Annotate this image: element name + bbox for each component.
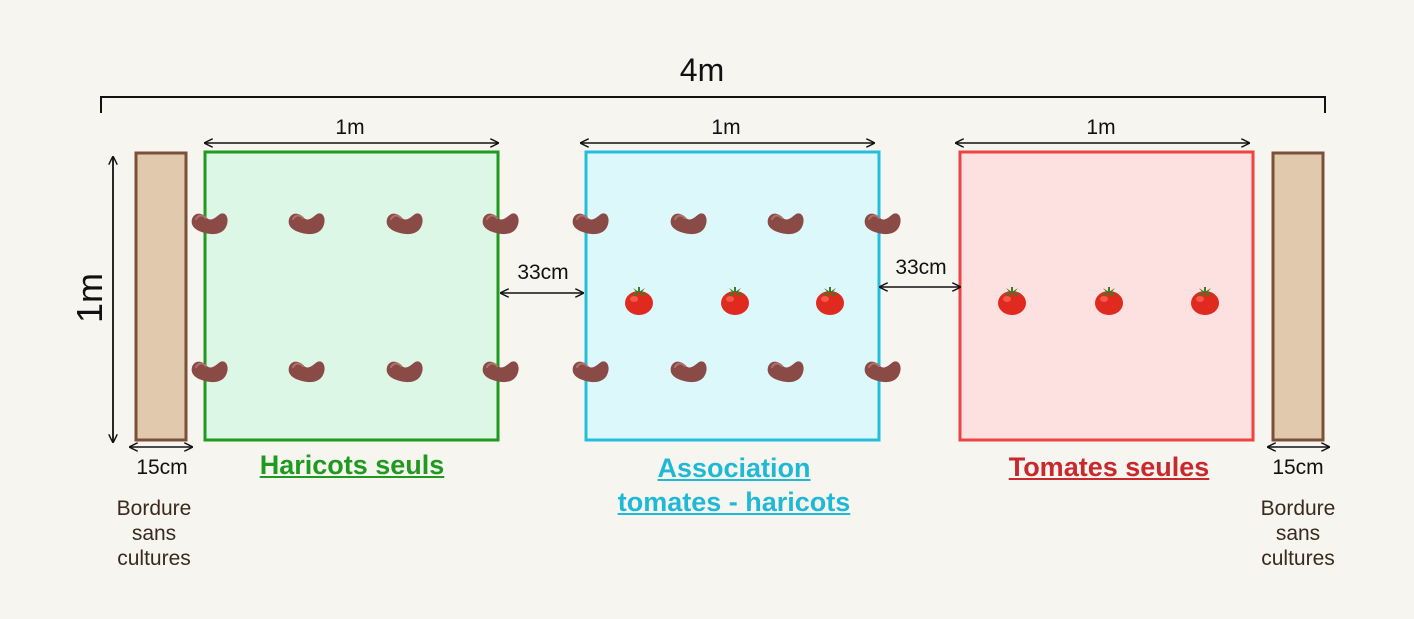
border-strip-left bbox=[134, 151, 188, 442]
border-width-label-right: 15cm bbox=[1272, 456, 1324, 479]
plot-title-association: Association tomates - haricots bbox=[617, 453, 851, 517]
border-note-right: Bordure sans cultures bbox=[1260, 497, 1336, 570]
border-note-left: Bordure sans cultures bbox=[116, 497, 192, 570]
plot-title-haricots-seuls: Haricots seuls bbox=[259, 450, 445, 480]
border-strip-right bbox=[1271, 151, 1325, 442]
gap-label-right: 33cm bbox=[895, 256, 947, 279]
total-width-label: 4m bbox=[679, 52, 725, 88]
height-label: 1m bbox=[69, 272, 110, 324]
border-width-label-left: 15cm bbox=[136, 456, 188, 479]
total-width-bracket bbox=[100, 96, 1326, 113]
plot-width-label-association: 1m bbox=[711, 116, 741, 139]
plot-width-label-tomates: 1m bbox=[1086, 116, 1116, 139]
plot-width-label-haricots: 1m bbox=[335, 116, 365, 139]
gap-label-left: 33cm bbox=[517, 261, 569, 284]
plot-title-tomates-seules: Tomates seules bbox=[1008, 452, 1210, 482]
plot-haricots-seuls bbox=[203, 150, 500, 442]
